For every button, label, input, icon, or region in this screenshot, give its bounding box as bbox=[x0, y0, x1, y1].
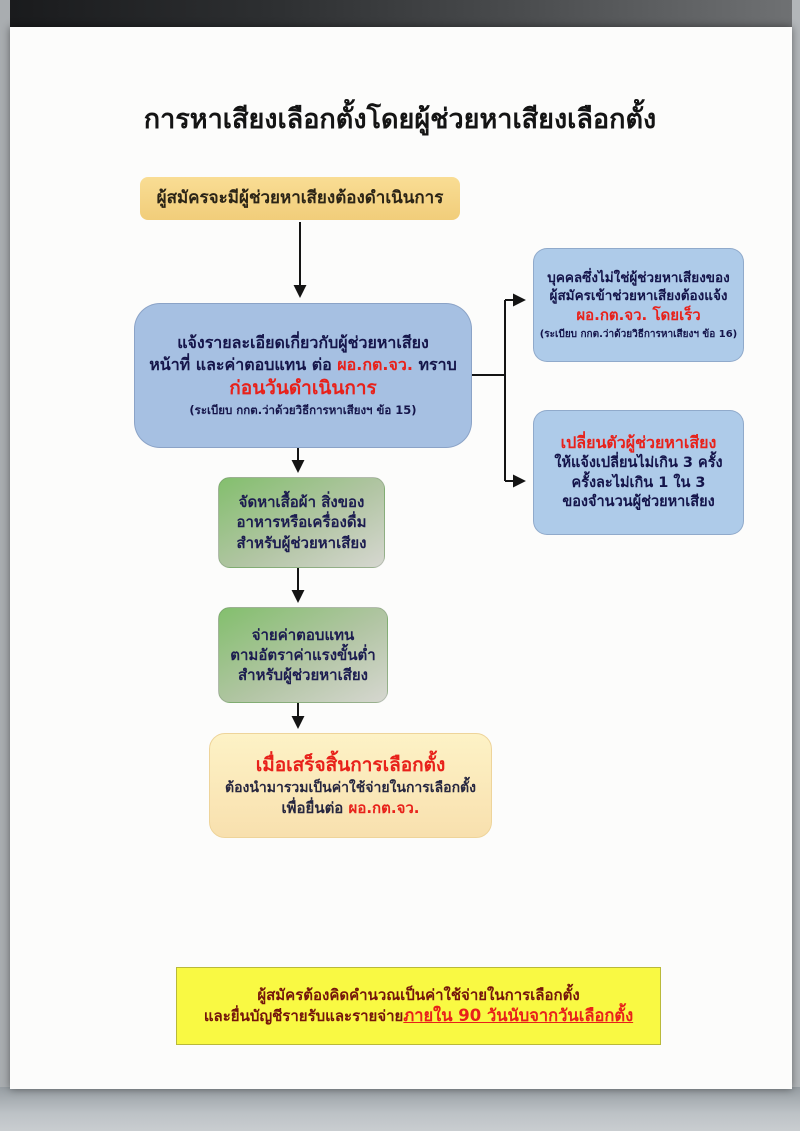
photo-left-edge bbox=[0, 0, 10, 1131]
outsider-line-3-director: ผอ.กต.จว. โดยเร็ว bbox=[576, 306, 701, 325]
provide-line-3: สำหรับผู้ช่วยหาเสียง bbox=[236, 533, 367, 552]
outsider-regulation-ref: (ระเบียบ กกต.ว่าด้วยวิธีการหาเสียงฯ ข้อ … bbox=[539, 328, 738, 340]
photo-top-edge bbox=[0, 0, 800, 27]
notify-line-2c: ทราบ bbox=[412, 354, 457, 374]
photo-right-edge bbox=[792, 0, 800, 1131]
pay-line-1: จ่ายค่าตอบแทน bbox=[251, 625, 355, 644]
footer-line-1: ผู้สมัครต้องคิดคำนวณเป็นค่าใช้จ่ายในการเ… bbox=[257, 985, 580, 1004]
provide-line-1: จัดหาเสื้อผ้า สิ่งของ bbox=[238, 493, 365, 512]
notify-line-2a: หน้าที่ และค่าตอบแทน ต่อ bbox=[149, 354, 338, 374]
finish-line-2: ต้องนำมารวมเป็นค่าใช้จ่ายในการเลือกตั้ง bbox=[225, 779, 476, 796]
flow-node-after-election: เมื่อเสร็จสิ้นการเลือกตั้ง ต้องนำมารวมเป… bbox=[209, 733, 492, 838]
pay-line-2: ตามอัตราค่าแรงขั้นต่ำ bbox=[230, 645, 376, 664]
notify-line-3-deadline: ก่อนวันดำเนินการ bbox=[229, 376, 377, 399]
finish-heading: เมื่อเสร็จสิ้นการเลือกตั้ง bbox=[255, 754, 446, 777]
replace-line-4: ของจำนวนผู้ช่วยหาเสียง bbox=[562, 494, 715, 511]
footer-line-2a: และยื่นบัญชีรายรับและรายจ่าย bbox=[203, 1006, 404, 1025]
page-title: การหาเสียงเลือกตั้งโดยผู้ช่วยหาเสียงเลือ… bbox=[143, 104, 657, 135]
flow-node-replace-helper: เปลี่ยนตัวผู้ช่วยหาเสียง ให้แจ้งเปลี่ยนไ… bbox=[533, 410, 744, 535]
finish-line-3-director: ผอ.กต.จว. bbox=[348, 798, 420, 817]
provide-line-2: อาหารหรือเครื่องดื่ม bbox=[236, 513, 367, 532]
photo-bottom-edge bbox=[0, 1087, 800, 1131]
notify-line-2: หน้าที่ และค่าตอบแทน ต่อ ผอ.กต.จว. ทราบ bbox=[149, 354, 457, 376]
flow-node-start: ผู้สมัครจะมีผู้ช่วยหาเสียงต้องดำเนินการ bbox=[140, 177, 460, 220]
replace-line-2: ให้แจ้งเปลี่ยนไม่เกิน 3 ครั้ง bbox=[554, 454, 723, 471]
pay-line-3: สำหรับผู้ช่วยหาเสียง bbox=[238, 666, 368, 685]
outsider-line-1: บุคคลซึ่งไม่ใช่ผู้ช่วยหาเสียงของ bbox=[547, 269, 730, 286]
flow-node-provide-items: จัดหาเสื้อผ้า สิ่งของ อาหารหรือเครื่องดื… bbox=[218, 477, 385, 568]
notify-regulation-ref: (ระเบียบ กกต.ว่าด้วยวิธีการหาเสียงฯ ข้อ … bbox=[189, 403, 417, 418]
outsider-line-2: ผู้สมัครเข้าช่วยหาเสียงต้องแจ้ง bbox=[549, 288, 728, 305]
flow-node-notify-details: แจ้งรายละเอียดเกี่ยวกับผู้ช่วยหาเสียง หน… bbox=[134, 303, 472, 448]
footer-deadline-90-days: ภายใน 90 วันนับจากวันเลือกตั้ง bbox=[403, 1005, 634, 1025]
footer-summary-box: ผู้สมัครต้องคิดคำนวณเป็นค่าใช้จ่ายในการเ… bbox=[176, 967, 661, 1045]
start-text: ผู้สมัครจะมีผู้ช่วยหาเสียงต้องดำเนินการ bbox=[156, 188, 444, 209]
finish-line-3a: เพื่อยื่นต่อ bbox=[281, 798, 349, 817]
notify-line-1: แจ้งรายละเอียดเกี่ยวกับผู้ช่วยหาเสียง bbox=[177, 333, 429, 353]
flow-node-outsider-helper: บุคคลซึ่งไม่ใช่ผู้ช่วยหาเสียงของ ผู้สมัค… bbox=[533, 248, 744, 362]
replace-line-3: ครั้งละไม่เกิน 1 ใน 3 bbox=[571, 474, 706, 491]
footer-line-2: และยื่นบัญชีรายรับและรายจ่ายภายใน 90 วัน… bbox=[204, 1005, 633, 1027]
replace-heading: เปลี่ยนตัวผู้ช่วยหาเสียง bbox=[560, 433, 717, 453]
notify-line-2-director: ผอ.กต.จว. bbox=[337, 354, 413, 374]
finish-line-3: เพื่อยื่นต่อ ผอ.กต.จว. bbox=[282, 798, 420, 818]
flow-node-pay-wage: จ่ายค่าตอบแทน ตามอัตราค่าแรงขั้นต่ำ สำหร… bbox=[218, 607, 388, 703]
